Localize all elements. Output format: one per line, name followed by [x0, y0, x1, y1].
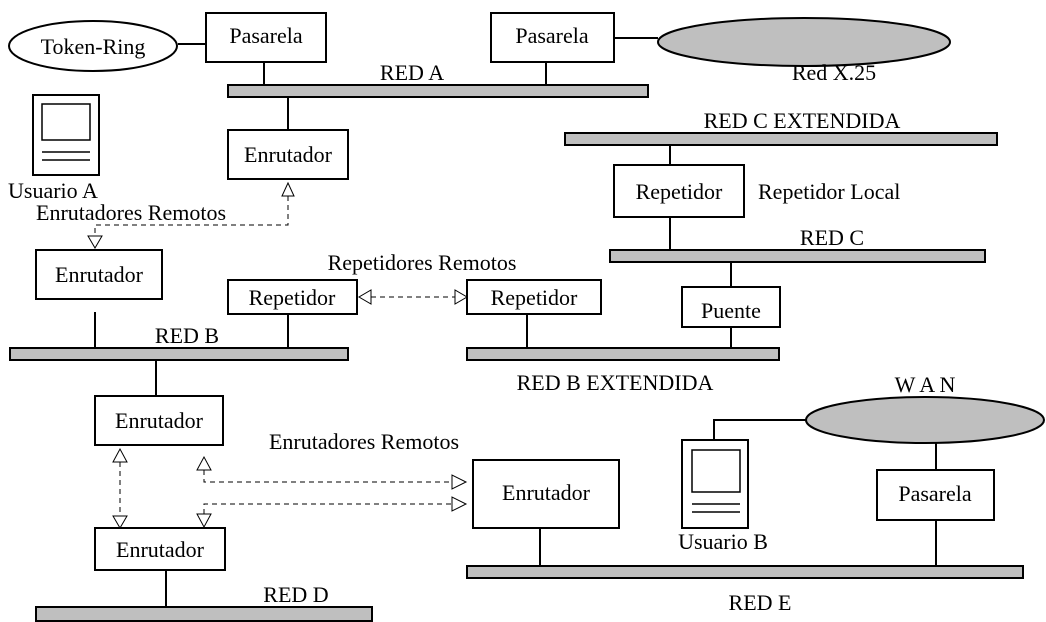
arrowheads — [87, 181, 468, 529]
pasarela-label: Pasarela — [229, 23, 303, 48]
puente-label: Puente — [701, 298, 761, 323]
red-x25-label: Red X.25 — [792, 60, 876, 85]
red-c-extendida-bus — [564, 132, 998, 146]
arrow-head-icon — [87, 235, 103, 249]
repetidores-remotos-label: Repetidores Remotos — [328, 250, 517, 275]
enrutador-label: Enrutador — [55, 262, 144, 287]
wan-label: W A N — [895, 372, 956, 397]
network-buses — [9, 84, 1024, 622]
repetidor-label: Repetidor — [249, 285, 336, 310]
arrow-head-icon — [196, 513, 212, 529]
arrow-head-icon — [112, 515, 128, 529]
enrutador-label: Enrutador — [116, 537, 205, 562]
repetidor-box — [227, 279, 358, 315]
red-c-label: RED C — [800, 225, 864, 250]
red-e-label: RED E — [729, 590, 792, 615]
enrutador-label: Enrutador — [115, 408, 204, 433]
arrow-head-icon — [451, 496, 468, 512]
red-a-label: RED A — [380, 60, 444, 85]
pasarela-box — [205, 12, 327, 63]
pasarela-label: Pasarela — [515, 23, 589, 48]
repetidor-label: Repetidor — [491, 285, 578, 310]
repetidor-box — [466, 279, 602, 315]
repetidor-local-box — [613, 164, 745, 218]
remote-links — [94, 196, 455, 516]
token-ring-label: Token-Ring — [41, 34, 146, 59]
usuario-b-label: Usuario B — [678, 529, 768, 554]
red-b-extendida-label: RED B EXTENDIDA — [517, 370, 714, 395]
red-b-label: RED B — [155, 323, 219, 348]
arrow-head-icon — [281, 181, 295, 197]
enrutadores-remotos-label: Enrutadores Remotos — [269, 429, 459, 454]
red-e-bus — [466, 565, 1024, 579]
token-ring-node — [8, 20, 178, 72]
pasarela-box — [490, 12, 615, 63]
arrow-head-icon — [454, 289, 468, 305]
enrutador-box — [472, 459, 620, 529]
connection-lines — [94, 37, 937, 607]
puente-box — [681, 286, 781, 328]
computer-icon — [32, 94, 100, 176]
enrutadores-remotos-label: Enrutadores Remotos — [36, 200, 226, 225]
pasarela-label: Pasarela — [898, 481, 972, 506]
arrow-head-icon — [451, 474, 468, 490]
red-b-bus — [9, 347, 349, 361]
red-a-bus — [227, 84, 649, 98]
arrow-head-icon — [112, 447, 128, 463]
wan-cloud — [805, 396, 1045, 444]
red-x25-cloud — [657, 17, 951, 67]
red-b-extendida-bus — [466, 347, 780, 361]
repetidor-label: Repetidor — [636, 179, 723, 204]
enrutador-box — [94, 395, 224, 446]
red-c-extendida-label: RED C EXTENDIDA — [704, 108, 901, 133]
arrow-head-icon — [196, 455, 212, 471]
computer-icon — [681, 439, 749, 529]
red-d-bus — [35, 606, 373, 622]
repetidor-local-label: Repetidor Local — [758, 179, 900, 204]
enrutador-box — [94, 527, 226, 571]
red-d-label: RED D — [263, 582, 328, 607]
enrutador-box — [35, 249, 163, 300]
pasarela-box — [876, 469, 995, 521]
enrutador-label: Enrutador — [244, 142, 333, 167]
arrow-head-icon — [358, 289, 372, 305]
usuario-a-label: Usuario A — [8, 178, 98, 203]
enrutador-label: Enrutador — [502, 480, 591, 505]
enrutador-box — [227, 129, 349, 180]
red-c-bus — [609, 249, 986, 263]
